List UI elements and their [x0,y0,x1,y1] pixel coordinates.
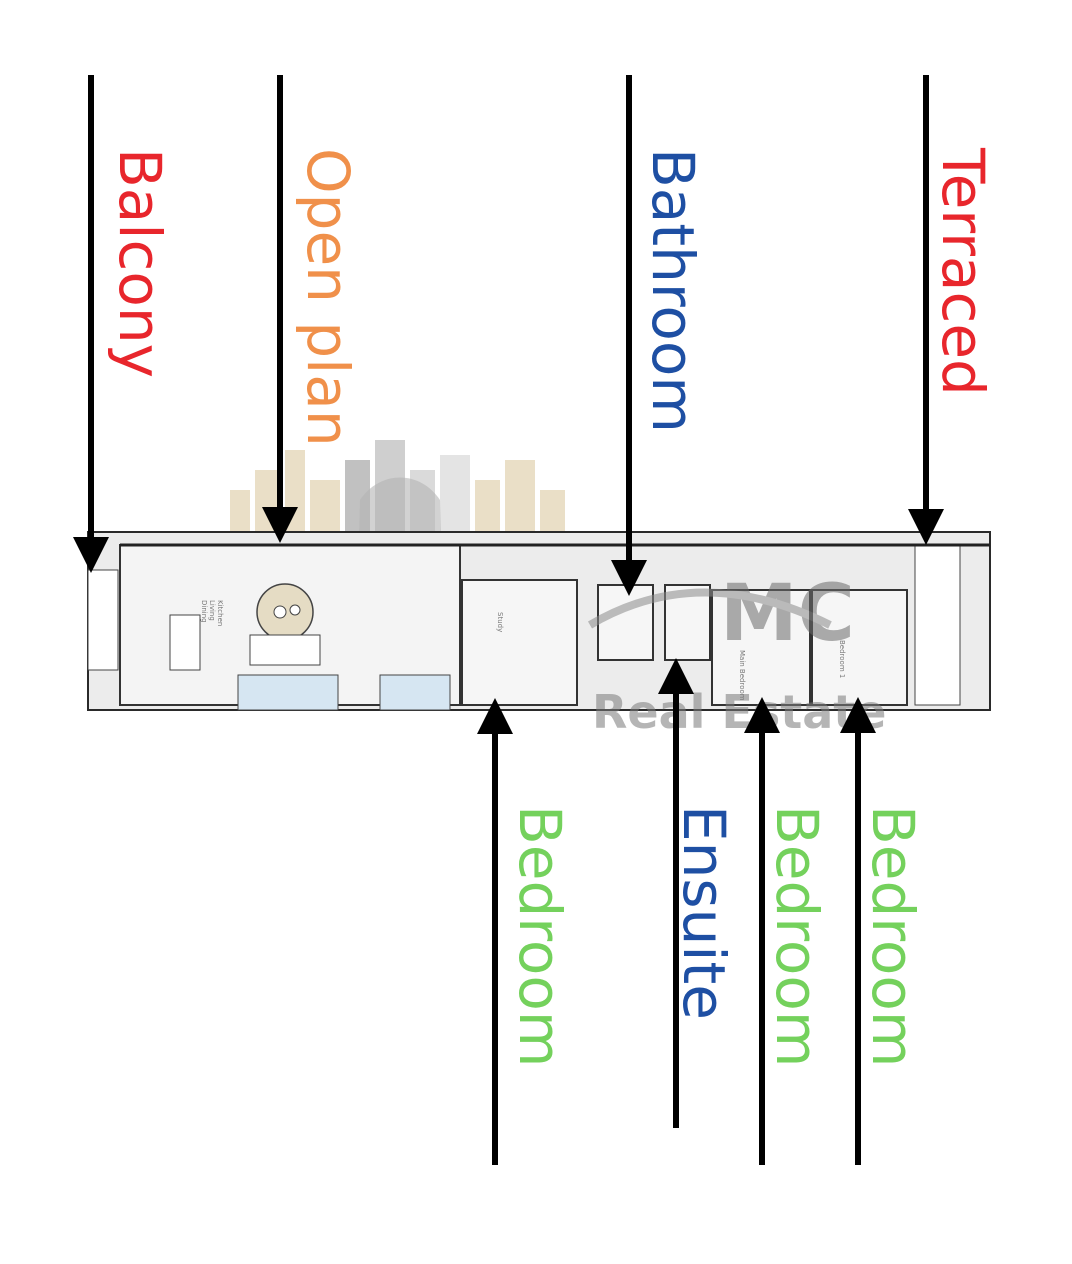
plan-label-study: Study [496,612,504,632]
plan-label-main-bedroom: Main Bedroom [738,650,746,701]
label-bedroom-3: Bedroom [859,805,927,1067]
label-bathroom: Bathroom [639,148,707,433]
plan-label-living: Living [208,600,216,621]
label-bedroom-2: Bedroom [763,805,831,1067]
label-terraced: Terraced [929,147,997,396]
plan-label-bedroom-1: Bedroom 1 [838,640,846,678]
label-ensuite: Ensuite [670,805,738,1020]
floor-plan: Kitchen Living Dining Study Main Bedroom… [87,531,991,711]
watermark-tagline: Real Estate [592,685,886,739]
plan-label-dining: Dining [200,600,208,623]
plan-label-kitchen: Kitchen [216,600,224,626]
label-open-plan: Open plan [294,148,362,447]
watermark-logo: MC Real Estate [587,569,886,739]
label-balcony: Balcony [106,148,174,378]
watermark-brand: MC [720,569,855,659]
label-bedroom-1: Bedroom [506,805,574,1067]
